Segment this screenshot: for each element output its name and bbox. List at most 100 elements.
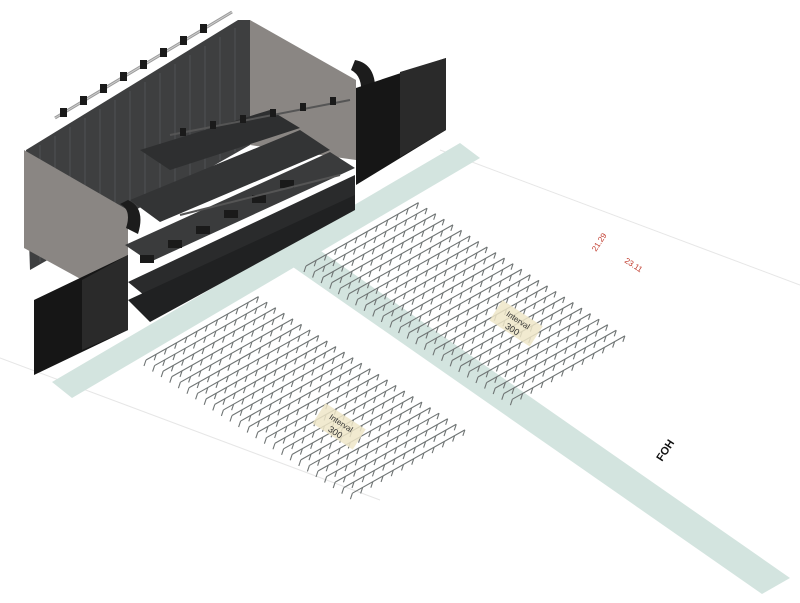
chair <box>377 276 381 283</box>
chair <box>434 337 438 345</box>
chair <box>344 402 348 410</box>
chair <box>468 359 472 367</box>
chair <box>304 414 308 421</box>
chair <box>427 407 431 414</box>
chair <box>349 493 353 500</box>
riser-3 <box>130 130 330 222</box>
chair <box>261 386 265 394</box>
chair <box>394 287 398 294</box>
chair <box>507 286 511 293</box>
chair <box>376 436 380 443</box>
chair <box>375 287 379 294</box>
chair <box>313 260 317 267</box>
chair <box>461 343 465 350</box>
chair <box>211 342 215 349</box>
chair <box>404 281 408 288</box>
chair <box>558 319 562 326</box>
chair <box>285 352 289 359</box>
chair <box>449 298 453 305</box>
chair <box>404 441 408 448</box>
chair <box>490 275 494 282</box>
chair <box>409 247 413 255</box>
chair <box>290 380 294 388</box>
chair <box>533 302 537 310</box>
chair <box>478 292 482 299</box>
chair <box>302 363 306 371</box>
chair <box>474 252 478 259</box>
chair <box>398 413 402 420</box>
chair <box>421 452 425 460</box>
chair <box>458 365 462 373</box>
chair <box>454 264 458 271</box>
chair <box>341 265 345 272</box>
chair <box>430 298 434 305</box>
chair <box>326 391 330 399</box>
chair <box>361 413 365 421</box>
chair-row <box>357 235 471 300</box>
chair <box>246 364 250 371</box>
chair <box>508 274 512 282</box>
chair <box>435 264 439 271</box>
chair <box>373 396 377 404</box>
chair <box>464 258 468 265</box>
chair <box>438 303 443 311</box>
chair <box>380 315 384 323</box>
chair <box>521 381 525 389</box>
chair <box>206 376 210 383</box>
chair <box>285 414 289 422</box>
chair <box>417 413 421 420</box>
chair <box>464 320 468 327</box>
chair <box>444 332 448 339</box>
chair <box>544 285 548 293</box>
chair <box>320 436 324 444</box>
chair-row <box>240 357 354 422</box>
chair <box>391 310 395 317</box>
chair <box>291 442 295 450</box>
chair <box>418 315 422 322</box>
chair <box>413 287 417 294</box>
chair <box>445 258 449 265</box>
chair <box>163 348 167 355</box>
chair <box>433 435 437 442</box>
chair <box>232 392 236 400</box>
chair <box>390 469 394 477</box>
chair <box>469 286 473 293</box>
chair <box>543 359 547 366</box>
chair <box>414 435 418 443</box>
chair <box>367 368 371 375</box>
chair-row <box>257 368 371 433</box>
chair <box>523 370 527 377</box>
chair <box>447 247 451 254</box>
chair <box>392 298 396 306</box>
chair <box>451 348 455 356</box>
riser-4 <box>140 110 300 170</box>
chair <box>354 396 358 404</box>
chair-row <box>512 335 626 400</box>
chair <box>298 459 302 467</box>
chair-row <box>154 301 268 367</box>
chair <box>534 291 538 298</box>
chair <box>356 287 360 295</box>
chair <box>407 418 411 426</box>
chair <box>234 381 238 388</box>
chair <box>400 242 404 249</box>
chair <box>301 375 305 382</box>
chair <box>371 248 375 255</box>
chair <box>487 359 491 367</box>
chair <box>450 286 454 294</box>
chair <box>388 259 393 266</box>
chair <box>306 465 310 472</box>
chair <box>330 271 334 278</box>
chair <box>160 370 164 378</box>
chair-row <box>340 224 454 289</box>
chair-row <box>352 429 466 494</box>
chair <box>437 315 441 322</box>
chair <box>483 258 487 265</box>
chair <box>324 476 328 483</box>
chair <box>169 376 173 383</box>
chair <box>273 369 277 377</box>
chair <box>462 429 466 437</box>
chair <box>299 386 303 393</box>
chair <box>254 369 258 377</box>
chair <box>306 403 310 410</box>
